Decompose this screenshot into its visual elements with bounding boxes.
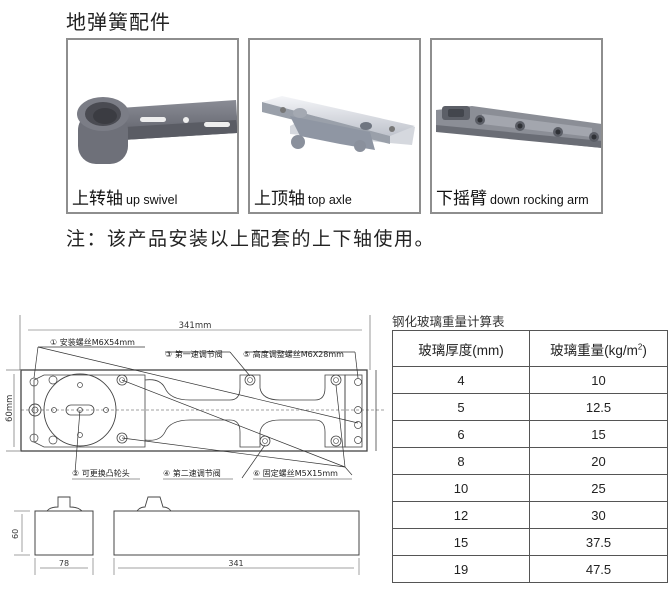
side-view [113,496,360,575]
end-view [14,496,94,575]
top-axle-image [262,96,415,152]
end-height-label: 60 [11,529,20,539]
callout-3: ③ 第一速调节阀 [165,349,223,359]
down-rocking-arm-image [436,106,601,148]
side-length-label: 341 [228,559,243,568]
header-weight: 玻璃重量(kg/m2) [529,330,668,367]
svg-text:60mm: 60mm [5,395,15,422]
usage-note: 注：该产品安装以上配套的上下轴使用。 [66,228,436,250]
callout-1: ① 安装螺丝M6X54mm [50,337,135,347]
header-thickness: 玻璃厚度(mm) [392,330,530,367]
technical-drawing: 341mm 60mm [5,315,385,575]
end-width-label: 78 [59,559,69,568]
weight-table-title: 钢化玻璃重量计算表 [392,314,505,329]
svg-text:341mm: 341mm [179,321,212,331]
callout-labels: ① 安装螺丝M6X54mm ② 可更换凸轮头 ③ 第一速调节阀 ④ 第二速调节阀… [50,337,344,478]
callout-4: ④ 第二速调节阀 [163,468,221,478]
callout-5: ⑤ 高度调整螺丝M6X28mm [243,349,344,359]
plan-length-dimension: 341mm [19,315,371,370]
up-swivel-image [77,97,237,164]
table-header-row: 玻璃厚度(mm) 玻璃重量(kg/m2) [392,330,668,367]
callout-leaders [33,346,359,479]
callout-2: ② 可更换凸轮头 [72,468,130,478]
plan-width-dimension: 60mm [5,369,20,452]
callout-6: ⑥ 固定螺丝M5X15mm [253,468,338,478]
plan-view-body [20,369,385,452]
page-title: 地弹簧配件 [66,10,171,34]
